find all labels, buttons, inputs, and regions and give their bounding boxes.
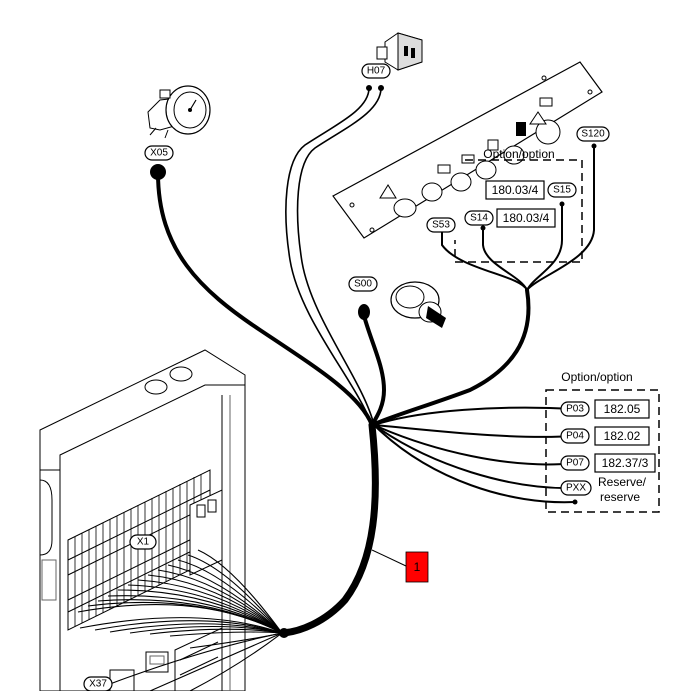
tag-s00: S00 <box>348 276 378 292</box>
h07-connector-block <box>376 32 423 71</box>
tag-s15: S15 <box>547 182 577 198</box>
s00-key-switch <box>358 281 446 328</box>
tag-pxx: PXX <box>560 480 592 496</box>
callout-1: 1 <box>371 549 429 583</box>
ref-box-p07: 182.37/3 <box>594 453 656 473</box>
ref-text-s14: 180.03/4 <box>503 211 550 225</box>
option-frame-top <box>454 159 583 263</box>
ref-box-s15: 180.03/4 <box>485 180 545 200</box>
option-label-top: Option/option <box>483 147 554 161</box>
ref-box-s14: 180.03/4 <box>496 208 556 228</box>
tag-text-s120: S120 <box>581 129 605 140</box>
tag-p03: P03 <box>560 401 590 417</box>
x05-gauge <box>147 85 211 180</box>
tag-p04: P04 <box>560 428 590 444</box>
tag-text-p03: P03 <box>566 404 584 415</box>
tag-s14: S14 <box>464 210 494 226</box>
control-panel <box>332 61 603 239</box>
tag-text-s14: S14 <box>470 213 488 224</box>
tag-text-s15: S15 <box>553 185 571 196</box>
wire-fan <box>77 549 283 691</box>
tag-x05: X05 <box>144 145 174 161</box>
option-frame-right <box>545 389 660 513</box>
reserve-label-line2: reserve <box>600 490 640 504</box>
electrical-cabinet <box>39 349 246 691</box>
tag-p07: P07 <box>560 455 590 471</box>
tag-text-x1: X1 <box>137 537 150 548</box>
tag-x1: X1 <box>129 534 157 550</box>
tag-text-s00: S00 <box>354 279 372 290</box>
terminal-blocks <box>67 469 223 631</box>
reserve-label-line1: Reserve/ <box>598 475 647 489</box>
main-harness <box>156 85 597 638</box>
ref-text-p07: 182.37/3 <box>602 456 649 470</box>
tag-text-s53: S53 <box>432 220 450 231</box>
callout-number: 1 <box>414 560 421 574</box>
tag-text-x05: X05 <box>150 148 168 159</box>
tag-text-h07: H07 <box>367 66 386 77</box>
tag-text-p07: P07 <box>566 458 584 469</box>
tag-text-pxx: PXX <box>566 483 586 494</box>
tag-h07: H07 <box>361 63 391 79</box>
tag-text-x37: X37 <box>89 679 107 690</box>
tag-text-p04: P04 <box>566 431 584 442</box>
tag-s120: S120 <box>576 126 610 142</box>
ref-text-p03: 182.05 <box>604 402 641 416</box>
callout-box <box>405 551 429 583</box>
ref-box-p03: 182.05 <box>594 399 650 419</box>
ref-box-p04: 182.02 <box>594 426 650 446</box>
option-label-right: Option/option <box>561 370 632 384</box>
ref-text-s15: 180.03/4 <box>492 183 539 197</box>
tag-x37: X37 <box>83 676 113 691</box>
tag-s53: S53 <box>426 217 456 233</box>
ref-text-p04: 182.02 <box>604 429 641 443</box>
